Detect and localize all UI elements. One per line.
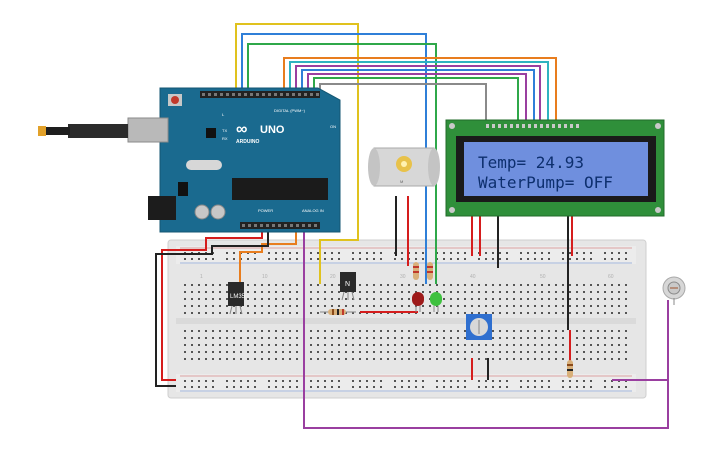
led-green	[430, 292, 442, 312]
lcd-line-2: WaterPump= OFF	[478, 173, 613, 192]
analog-label: ANALOG IN	[302, 208, 324, 213]
lm35-sensor: LM35	[228, 282, 246, 315]
resistor-base	[320, 309, 356, 315]
svg-text:10: 10	[262, 274, 268, 280]
atmega-chip	[232, 178, 328, 200]
arduino-uno: ∞ UNO ARDUINO DIGITAL (PWM~) POWER ANALO…	[38, 87, 341, 233]
wire-teal-1	[289, 61, 549, 126]
wire-purple-1	[295, 65, 541, 126]
svg-text:60: 60	[608, 274, 614, 280]
wire-red-power	[161, 226, 263, 381]
svg-text:40: 40	[470, 274, 476, 280]
wire-purple-2	[307, 73, 527, 126]
wire-purple-long	[303, 226, 669, 429]
logo-symbol: ∞	[236, 121, 247, 138]
lm35-label: LM35	[230, 294, 246, 300]
wire-yellow	[235, 23, 359, 284]
photoresistor	[662, 276, 686, 305]
dc-motor: M	[368, 147, 440, 187]
wires	[155, 23, 669, 429]
lcd-16x2: Temp= 24.93 WaterPump= OFF	[445, 119, 665, 217]
resistor-led-1	[413, 262, 419, 280]
usb-connector	[38, 117, 169, 143]
svg-text:20: 20	[330, 274, 336, 280]
arduino-logo: ∞ UNO ARDUINO	[236, 121, 285, 145]
on-label: ON	[330, 124, 336, 129]
digital-label: DIGITAL (PWM~)	[274, 108, 306, 113]
npn-transistor: N	[340, 272, 356, 301]
motor-label: M	[400, 179, 403, 184]
resistor-photo	[567, 360, 573, 378]
lcd-line-1: Temp= 24.93	[478, 153, 584, 172]
wire-blue-2	[301, 69, 535, 126]
svg-text:30: 30	[400, 274, 406, 280]
wire-black-gnd	[155, 226, 269, 387]
wire-orange-analog	[239, 226, 297, 282]
power-jack	[148, 196, 176, 220]
wire-gray	[319, 83, 487, 126]
wire-orange	[283, 57, 557, 126]
svg-text:1: 1	[200, 274, 203, 280]
logo-brand: ARDUINO	[236, 139, 259, 145]
transistor-label: N	[345, 281, 350, 288]
potentiometer[interactable]	[466, 314, 492, 340]
logo-model: UNO	[260, 124, 285, 136]
rx-label: RX	[222, 136, 228, 141]
wire-green-2	[313, 77, 519, 126]
tx-label: TX	[222, 128, 227, 133]
svg-text:50: 50	[540, 274, 546, 280]
power-label: POWER	[258, 208, 273, 213]
led-red	[412, 292, 424, 312]
resistor-led-2	[427, 262, 433, 280]
l-label: L	[222, 112, 225, 117]
